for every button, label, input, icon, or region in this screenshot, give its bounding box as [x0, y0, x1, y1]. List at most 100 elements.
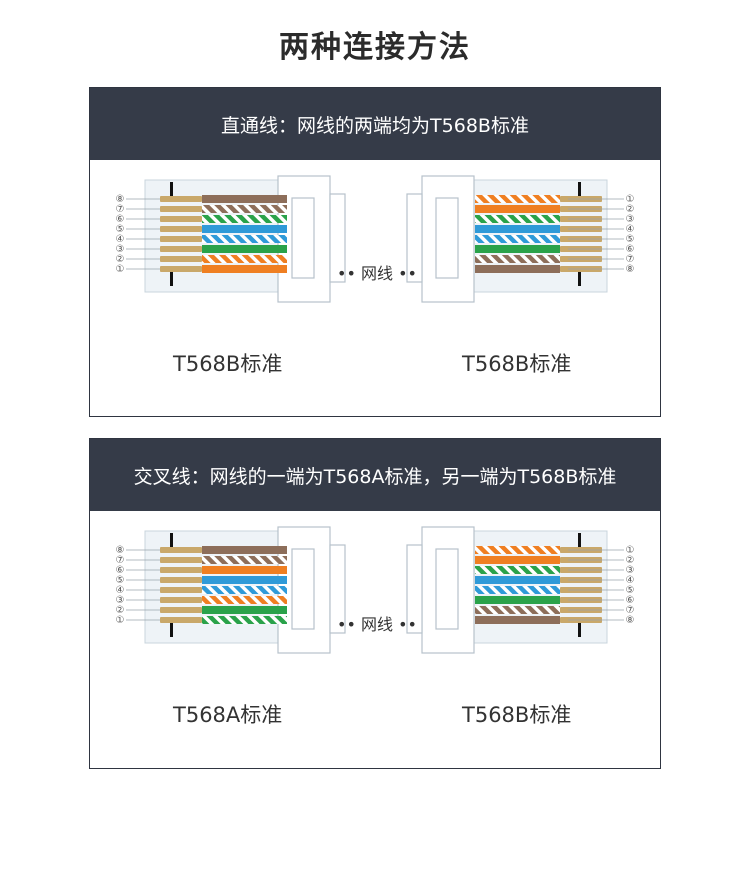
pin-number: ⑧	[116, 545, 125, 556]
strain-relief	[406, 193, 423, 283]
pin-number: ①	[116, 615, 125, 626]
pin-number: ⑧	[116, 194, 125, 205]
pin-number: ③	[116, 244, 125, 255]
pin-number: ⑥	[116, 565, 125, 576]
cable-middle-label: •• 网线 ••	[337, 611, 417, 635]
boot-window	[291, 197, 315, 279]
pin-number: ①	[626, 194, 635, 205]
gold-contact	[160, 216, 202, 222]
pin-number: ⑥	[626, 244, 635, 255]
plug-boot	[421, 175, 475, 303]
clip-mark	[170, 272, 173, 286]
dots-right: ••	[392, 615, 417, 634]
clip-mark	[170, 182, 173, 196]
wire-orange-stripe	[202, 255, 287, 263]
clip-mark	[578, 272, 581, 286]
wire-brown-stripe	[475, 255, 560, 263]
wire-brown	[475, 616, 560, 624]
pin-number: ⑧	[626, 615, 635, 626]
wire-blue-stripe	[475, 586, 560, 594]
gold-contact	[160, 577, 202, 583]
wire-orange-stripe	[475, 546, 560, 554]
pin-number: ⑦	[116, 555, 125, 566]
pin-number: ④	[626, 224, 635, 235]
wire-orange-stripe	[475, 195, 560, 203]
gold-contact	[160, 567, 202, 573]
cable-label-text: 网线	[360, 264, 393, 283]
pin-number: ⑤	[626, 585, 635, 596]
wire-orange	[475, 556, 560, 564]
strain-relief	[329, 193, 346, 283]
gold-contact	[160, 256, 202, 262]
panel-heading: 直通线：网线的两端均为T568B标准	[90, 88, 660, 160]
right-standard-label: T568B标准	[462, 703, 572, 727]
gold-contact	[160, 597, 202, 603]
dots-right: ••	[392, 264, 417, 283]
gold-contact	[160, 266, 202, 272]
left-standard-label: T568B标准	[173, 352, 283, 376]
gold-contact	[160, 557, 202, 563]
gold-contact	[160, 236, 202, 242]
dots-left: ••	[337, 264, 361, 283]
plug-boot	[421, 526, 475, 654]
wire-orange	[202, 566, 287, 574]
pin-number: ④	[116, 585, 125, 596]
pin-number: ④	[116, 234, 125, 245]
wire-green-stripe	[202, 215, 287, 223]
pin-number: ③	[626, 565, 635, 576]
gold-contact	[160, 587, 202, 593]
wire-blue	[475, 576, 560, 584]
pin-number: ⑤	[116, 224, 125, 235]
boot-window	[435, 197, 459, 279]
strain-relief	[406, 544, 423, 634]
pin-number: ⑦	[626, 254, 635, 265]
gold-contact	[160, 246, 202, 252]
gold-contact	[160, 226, 202, 232]
wire-blue-stripe	[202, 586, 287, 594]
pin-number: ③	[116, 595, 125, 606]
wire-brown	[202, 546, 287, 554]
clip-mark	[578, 533, 581, 547]
gold-contact	[160, 206, 202, 212]
cable-middle-label: •• 网线 ••	[337, 260, 417, 284]
clip-mark	[170, 623, 173, 637]
pin-number: ③	[626, 214, 635, 225]
gold-contact	[160, 547, 202, 553]
pin-number: ②	[626, 555, 635, 566]
wire-blue-stripe	[475, 235, 560, 243]
page-title: 两种连接方法	[279, 30, 471, 65]
wire-green	[475, 245, 560, 253]
gold-contact	[160, 196, 202, 202]
wire-brown-stripe	[202, 205, 287, 213]
dots-left: ••	[337, 615, 361, 634]
wire-blue	[202, 225, 287, 233]
wire-green-stripe	[202, 616, 287, 624]
pin-number: ④	[626, 575, 635, 586]
strain-relief	[329, 544, 346, 634]
wire-green	[202, 606, 287, 614]
panel-heading: 交叉线：网线的一端为T568A标准，另一端为T568B标准	[90, 439, 660, 511]
wire-green	[475, 596, 560, 604]
wire-brown	[202, 195, 287, 203]
boot-window	[291, 548, 315, 630]
pin-number: ⑥	[626, 595, 635, 606]
wire-blue	[202, 576, 287, 584]
wire-brown	[475, 265, 560, 273]
wire-green	[202, 245, 287, 253]
clip-mark	[170, 533, 173, 547]
wire-orange	[202, 265, 287, 273]
right-standard-label: T568B标准	[462, 352, 572, 376]
boot-window	[435, 548, 459, 630]
pin-number: ①	[626, 545, 635, 556]
pin-number: ②	[116, 605, 125, 616]
gold-contact	[160, 607, 202, 613]
left-standard-label: T568A标准	[173, 703, 283, 727]
